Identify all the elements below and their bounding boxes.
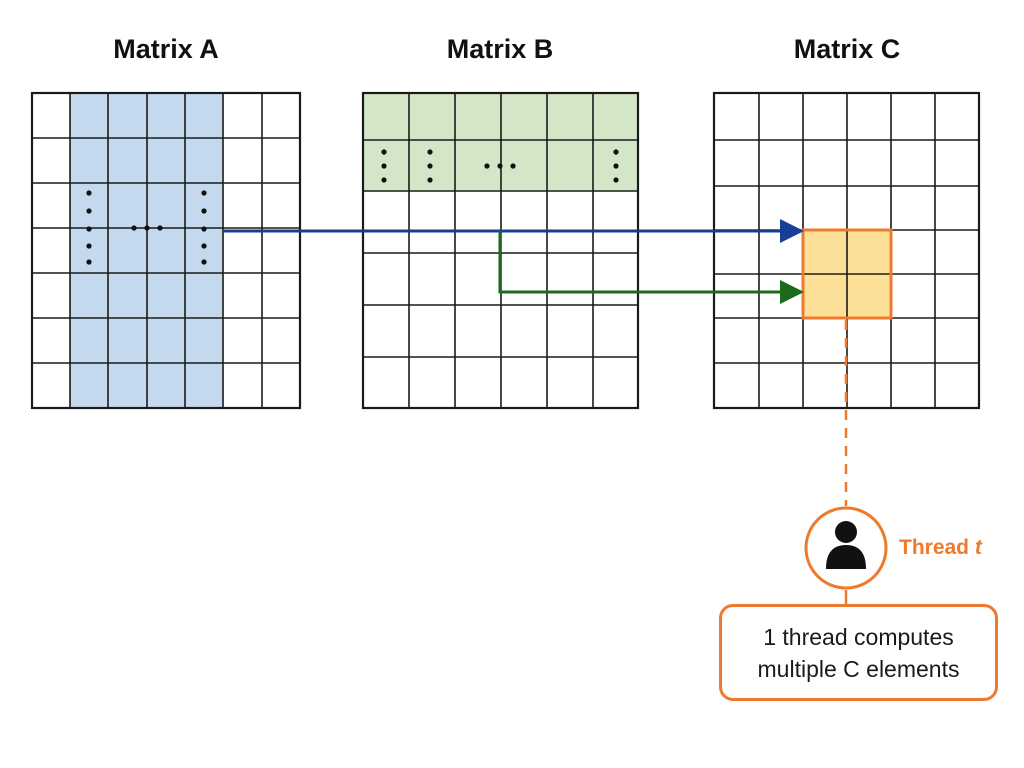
matrix-c-border [712,91,981,410]
matrix-a-border [30,91,302,410]
thread-note-line-1: 1 thread computes [763,623,954,650]
matrix-b-border [361,91,640,410]
matrix-c-title: Matrix C [793,34,901,64]
matrix-a-title: Matrix A [113,34,219,64]
thread-person-icon [804,506,888,590]
data-flow-arrows [223,219,804,304]
thread-label-prefix: Thread [899,536,975,559]
matrix-a-grid [32,93,300,408]
thread-note-box: 1 thread computes multiple C elements [719,604,998,701]
matrix-b-title: Matrix B [446,34,554,64]
matrix-c-block-outline [801,228,893,320]
thread-label: Thread t [899,536,982,560]
thread-note-line-2: multiple C elements [757,655,960,682]
green-arrow-b-to-c [498,231,804,304]
thread-label-variable: t [974,536,982,559]
matrix-b-ellipsis-dots [381,149,619,183]
matrix-a-ellipsis-dots [86,190,207,265]
matrix-a [30,91,302,410]
matrix-b [361,91,640,410]
